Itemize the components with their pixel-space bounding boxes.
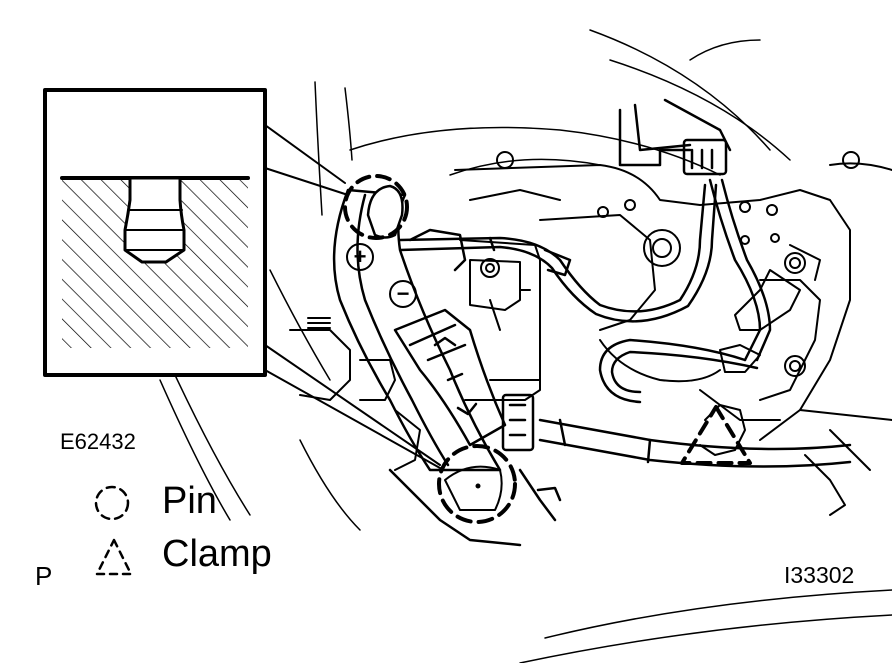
dashed-triangle-icon xyxy=(95,538,133,576)
wire-harness xyxy=(398,98,852,468)
plus-button-symbol: + xyxy=(346,243,374,271)
pin-marker-lower xyxy=(437,444,517,524)
detail-inset-cross-section xyxy=(43,88,267,377)
clamp-hardware xyxy=(699,269,801,456)
detail-callout-lines xyxy=(264,124,441,469)
clamp-marker xyxy=(680,405,752,465)
legend-pin-label: Pin xyxy=(162,480,217,522)
switch-bracket xyxy=(459,239,541,401)
legend-clamp-label: Clamp xyxy=(162,533,272,575)
illustration-code: E62432 xyxy=(60,429,136,454)
steering-hub xyxy=(454,151,892,516)
svg-text:−: − xyxy=(397,281,410,306)
drawing-number: I33302 xyxy=(784,562,855,588)
minus-button-symbol: − xyxy=(389,280,417,308)
pin-marker-upper xyxy=(343,174,409,240)
page-letter: P xyxy=(35,561,53,591)
dashed-circle-icon xyxy=(94,485,130,521)
steering-switch-pad xyxy=(332,188,562,547)
left-side-parts xyxy=(289,317,421,471)
svg-text:+: + xyxy=(354,244,367,269)
steering-wheel-background xyxy=(159,29,892,663)
